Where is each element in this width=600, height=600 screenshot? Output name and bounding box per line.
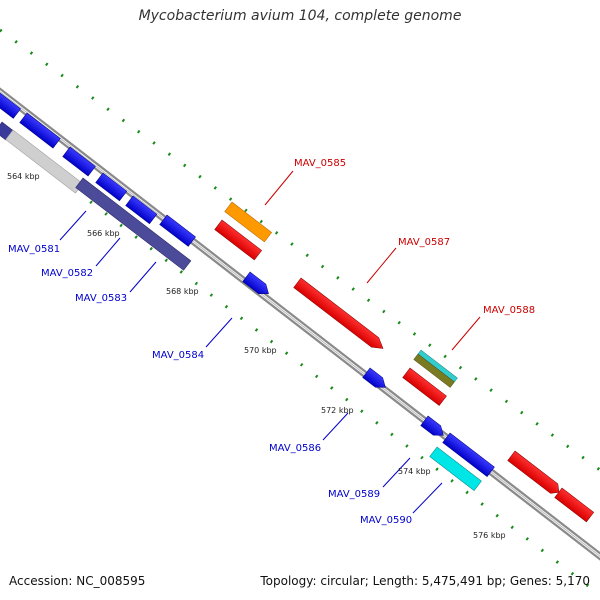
gene-feature	[554, 487, 595, 523]
gene-feature	[224, 201, 273, 243]
gene-label-mav-0587[interactable]: MAV_0587	[398, 237, 450, 248]
gene-feature	[242, 271, 269, 295]
genome-stats-text: Topology: circular; Length: 5,475,491 bp…	[260, 574, 590, 588]
gene-feature	[125, 195, 158, 225]
gene-feature	[159, 214, 196, 247]
gene-label-mav-0583[interactable]: MAV_0583	[75, 293, 127, 304]
gene-label-mav-0581[interactable]: MAV_0581	[8, 244, 60, 255]
gene-label-mav-0582[interactable]: MAV_0582	[41, 268, 93, 279]
kbp-marker: 566 kbp	[87, 229, 120, 238]
kbp-marker: 574 kbp	[398, 467, 431, 476]
gene-feature	[429, 446, 482, 491]
kbp-markers: 564 kbp 566 kbp 568 kbp 570 kbp 572 kbp …	[7, 172, 506, 540]
gene-feature	[507, 450, 560, 494]
gene-feature	[420, 415, 444, 436]
kbp-marker: 572 kbp	[321, 406, 354, 415]
gene-feature	[402, 367, 447, 406]
leader-lines	[59, 170, 481, 514]
gene-feature	[293, 277, 384, 349]
gene-feature	[75, 177, 192, 271]
tick-row-outer	[0, 28, 600, 472]
kbp-marker: 564 kbp	[7, 172, 40, 181]
gene-feature	[19, 112, 61, 149]
kbp-marker: 576 kbp	[473, 531, 506, 540]
gene-feature	[442, 432, 495, 477]
gene-label-mav-0586[interactable]: MAV_0586	[269, 443, 321, 454]
gene-feature	[413, 353, 455, 388]
gene-feature	[362, 367, 386, 388]
gene-feature	[95, 172, 128, 202]
kbp-marker: 568 kbp	[166, 287, 199, 296]
tick-row-inner	[0, 130, 600, 597]
gene-feature	[214, 219, 263, 261]
gene-features	[0, 92, 595, 523]
gene-label-mav-0589[interactable]: MAV_0589	[328, 489, 380, 500]
gene-label-mav-0590[interactable]: MAV_0590	[360, 515, 412, 526]
kbp-marker: 570 kbp	[244, 346, 277, 355]
accession-text: Accession: NC_008595	[9, 574, 146, 588]
gene-label-mav-0585[interactable]: MAV_0585	[294, 158, 346, 169]
gene-label-mav-0584[interactable]: MAV_0584	[152, 350, 204, 361]
gene-feature	[0, 92, 21, 119]
gene-feature	[62, 146, 96, 177]
genome-backbone	[0, 87, 600, 561]
gene-labels[interactable]: MAV_0581 MAV_0582 MAV_0583 MAV_0584 MAV_…	[8, 158, 535, 526]
gene-label-mav-0588[interactable]: MAV_0588	[483, 305, 535, 316]
page-title: Mycobacterium avium 104, complete genome	[138, 8, 462, 24]
